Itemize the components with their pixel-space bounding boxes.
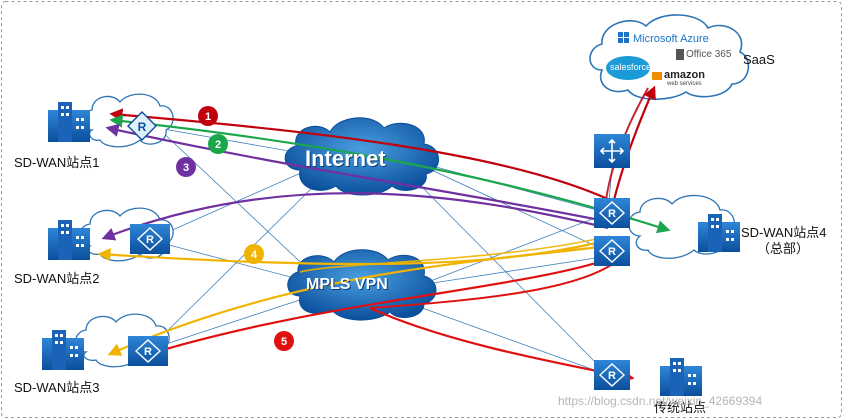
aws-logo-icon: [652, 72, 662, 80]
path-1-marker: [198, 106, 218, 126]
path-5-arrow-legacy: [369, 306, 635, 383]
path-2-number: 2: [215, 139, 221, 151]
site2-building-icon: [48, 220, 90, 260]
svg-text:R: R: [608, 208, 616, 220]
office365-label: Office 365: [686, 49, 732, 60]
legacy-building-icon: [660, 358, 702, 396]
path-2-arrow: [109, 114, 671, 234]
path-3-number: 3: [183, 162, 189, 174]
path-4-arrow-b: [299, 235, 611, 273]
salesforce-label: salesforce: [610, 62, 652, 72]
svg-text:R: R: [138, 120, 147, 134]
site3-building-icon: [42, 330, 84, 370]
amazon-label: amazon: [664, 69, 705, 81]
switch-icon: [594, 134, 630, 168]
saas-label: SaaS: [743, 52, 775, 67]
path-4-marker: [244, 244, 264, 264]
site4-building-icon: [698, 214, 740, 252]
site4-sublabel: （总部）: [757, 241, 810, 256]
path-4-arrow-site3: [107, 244, 609, 356]
path-2-marker: [208, 134, 228, 154]
svg-text:R: R: [144, 346, 152, 358]
path-4-number: 4: [251, 249, 258, 261]
azure-logo-icon: [618, 32, 629, 43]
svg-text:R: R: [146, 234, 154, 246]
path-4-arrow-site2: [97, 238, 609, 266]
path-3-arrow-site2: [101, 192, 609, 241]
site3-label: SD-WAN站点3: [14, 380, 100, 395]
path-3-arrow-site1: [105, 123, 611, 224]
svg-text:R: R: [608, 246, 616, 258]
site3-router-icon: R: [128, 336, 168, 366]
site4-router-upper-icon: R: [594, 198, 630, 228]
mpls-vpn-label: MPLS VPN: [306, 276, 388, 293]
svg-text:R: R: [608, 370, 616, 382]
legacy-site-label: 传统站点: [654, 400, 707, 415]
path-5-marker: [274, 331, 294, 351]
salesforce-logo-icon: [606, 56, 650, 80]
site2-router-icon: R: [130, 224, 170, 254]
site1-router-icon: R: [127, 111, 157, 141]
site1-label: SD-WAN站点1: [14, 155, 100, 170]
path-3-marker: [176, 157, 196, 177]
office365-logo-icon: [676, 49, 684, 60]
path-5-number: 5: [281, 336, 287, 348]
internet-label: Internet: [305, 146, 386, 171]
site1-building-icon: [48, 102, 90, 142]
path-5-arrow-site3: [133, 256, 613, 362]
legacy-router-icon: R: [594, 360, 630, 390]
path-1-number: 1: [205, 111, 211, 123]
site2-label: SD-WAN站点2: [14, 271, 100, 286]
watermark-text: https://blog.csdn.net/weixin_42669394: [558, 394, 763, 408]
azure-label: Microsoft Azure: [633, 33, 709, 45]
site4-label: SD-WAN站点4: [741, 225, 827, 240]
aws-sub-label: web services: [667, 81, 702, 87]
mpls-vpn-cloud: [287, 249, 437, 321]
site4-router-lower-icon: R: [594, 236, 630, 266]
